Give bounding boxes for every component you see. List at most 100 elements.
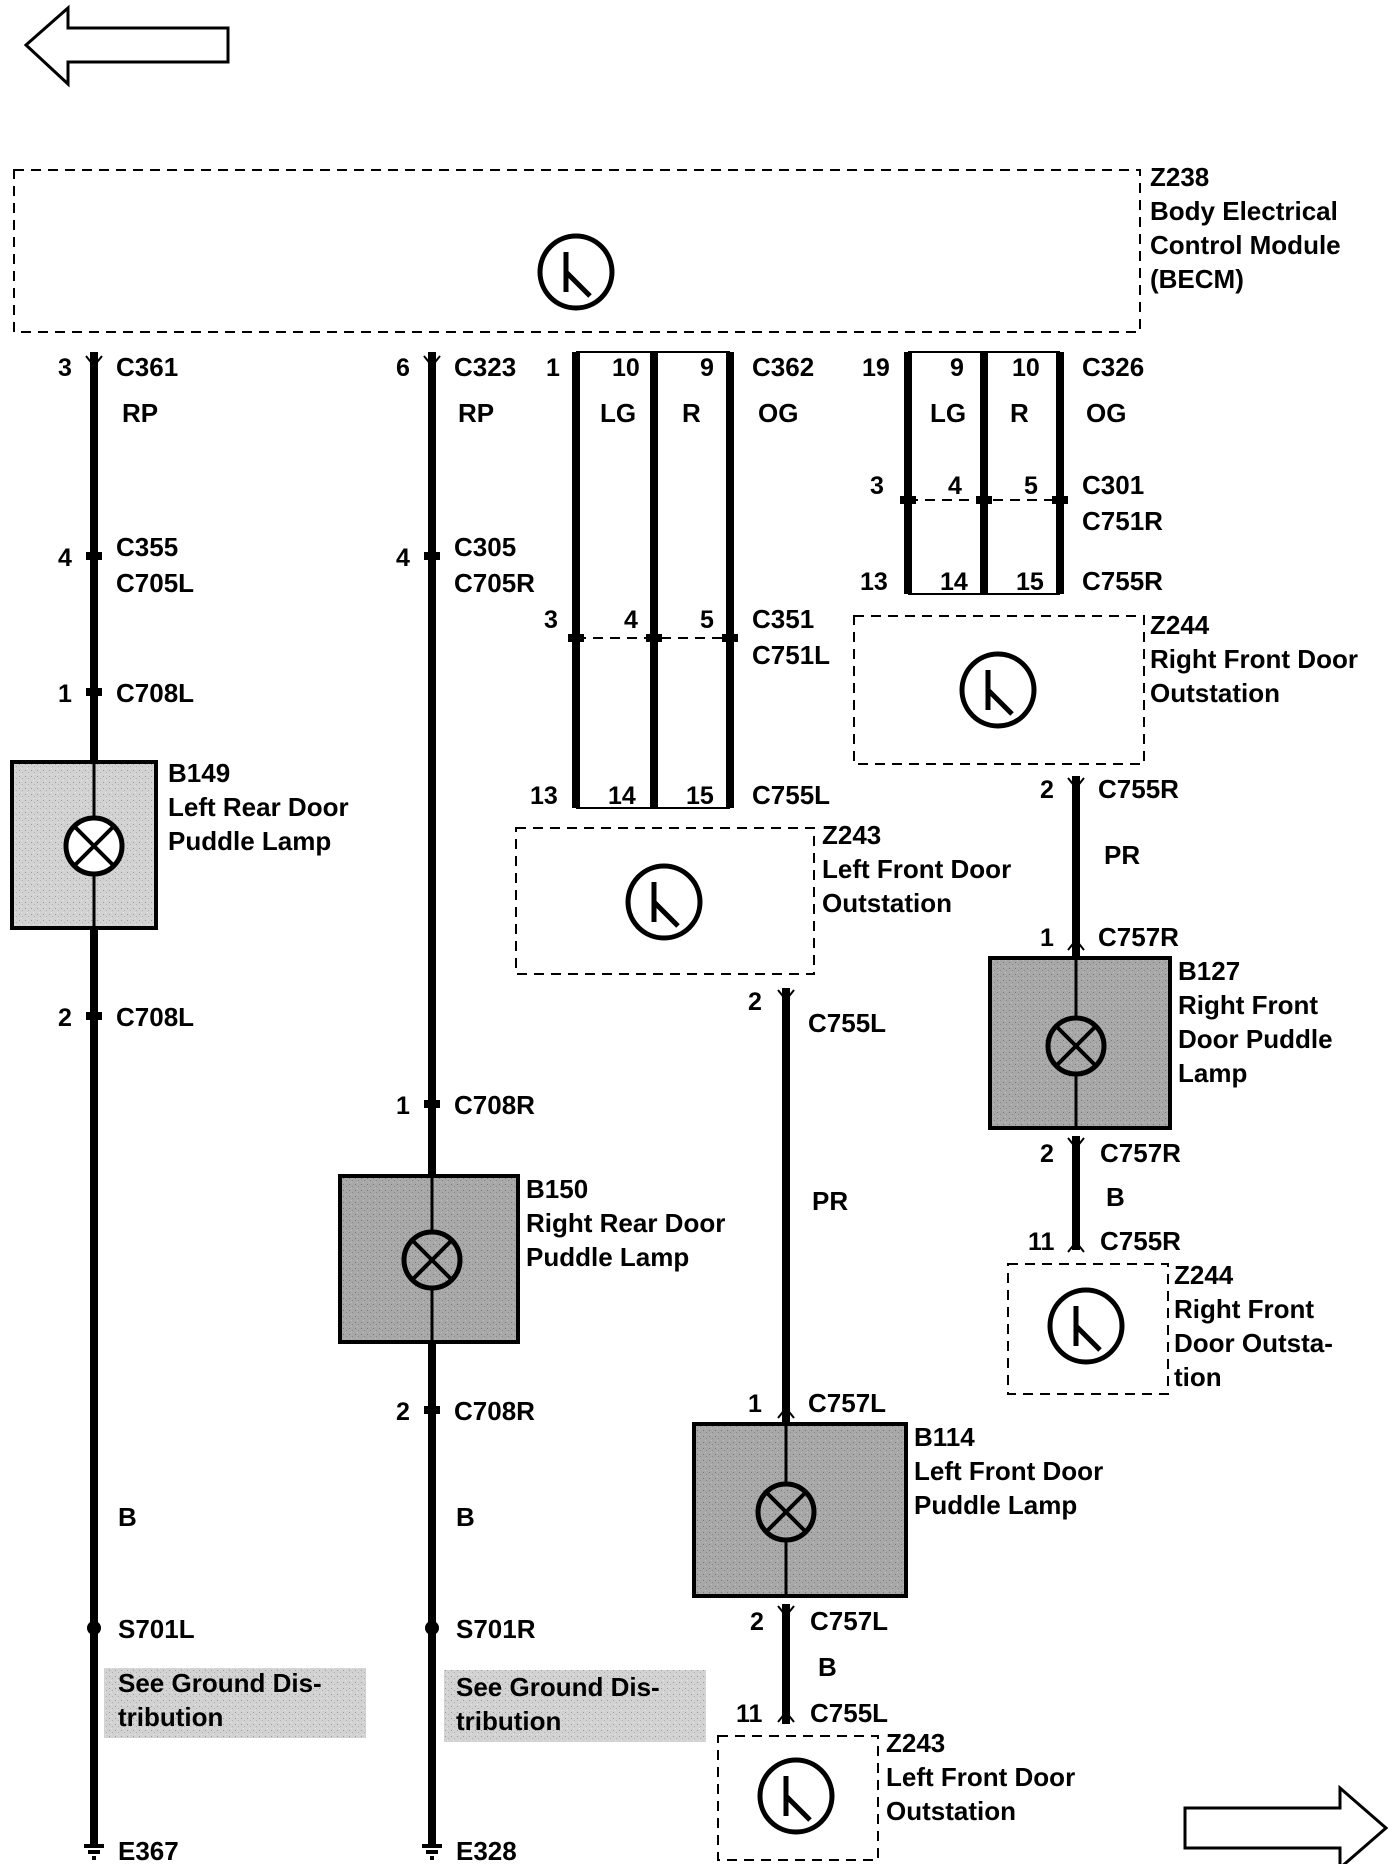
b127-line2: Door Puddle bbox=[1178, 1024, 1333, 1054]
c1-note-line2: tribution bbox=[118, 1702, 223, 1732]
lfb-mid-conn-a: C351 bbox=[752, 604, 814, 634]
transistor-icon bbox=[625, 863, 703, 941]
lf-out-conn: C755L bbox=[808, 1008, 886, 1038]
b127-id: B127 bbox=[1178, 956, 1240, 986]
rf-in-pin: 1 bbox=[1040, 924, 1054, 952]
c1-ground-color: B bbox=[118, 1502, 137, 1532]
z244-top-line2: Outstation bbox=[1150, 678, 1280, 708]
z243-top-id: Z243 bbox=[822, 820, 881, 850]
z244-bottom-line1: Right Front bbox=[1174, 1294, 1314, 1324]
lamp-icon bbox=[1045, 1015, 1107, 1077]
lamp-icon bbox=[755, 1481, 817, 1543]
lf-ret-color: B bbox=[818, 1652, 837, 1682]
lfb-connector: C362 bbox=[752, 352, 814, 382]
c2-splice: S701R bbox=[456, 1614, 536, 1644]
c1-c2-pin: 1 bbox=[58, 680, 72, 708]
c1-splice: S701L bbox=[118, 1614, 195, 1644]
rfb-color-b: R bbox=[1010, 398, 1029, 428]
rf-ret-conn: C757R bbox=[1100, 1138, 1181, 1168]
left-front-lamp-circuit: 2 C755L PR 1 C757L B114 Left Front Door … bbox=[692, 988, 1103, 1728]
rf-color: PR bbox=[1104, 840, 1140, 870]
rf-end-pin: 11 bbox=[1028, 1228, 1055, 1256]
c2-top-connector: C323 bbox=[454, 352, 516, 382]
b150-line1: Right Rear Door bbox=[526, 1208, 725, 1238]
rfb-pin-c: 10 bbox=[1012, 354, 1040, 382]
next-arrow-icon[interactable] bbox=[1183, 1784, 1389, 1864]
z243-top-module: Z243 Left Front Door Outstation bbox=[515, 820, 1011, 975]
b114-line1: Left Front Door bbox=[914, 1456, 1103, 1486]
lf-in-pin: 1 bbox=[748, 1390, 762, 1418]
rf-in-conn: C757R bbox=[1098, 922, 1179, 952]
rfb-mid-pin-c: 5 bbox=[1024, 472, 1038, 500]
c1-note-line1: See Ground Dis- bbox=[118, 1668, 322, 1698]
z244-bottom-line3: tion bbox=[1174, 1362, 1222, 1392]
lfb-mid-conn-b: C751L bbox=[752, 640, 830, 670]
back-arrow-icon[interactable] bbox=[23, 4, 230, 88]
lfb-low-conn: C755L bbox=[752, 780, 830, 810]
rfb-low-pin-b: 14 bbox=[940, 568, 968, 596]
lamp-b149: B149 Left Rear Door Puddle Lamp bbox=[10, 758, 349, 930]
left-front-bus: 1 10 9 C362 LG R OG 3 4 5 C351 C751L 13 … bbox=[530, 351, 830, 810]
rfb-pin-b: 9 bbox=[950, 354, 964, 382]
lfb-mid-pin-c: 5 bbox=[700, 606, 714, 634]
rfb-color-a: LG bbox=[930, 398, 966, 428]
z244-bottom-id: Z244 bbox=[1174, 1260, 1234, 1290]
rf-out-conn: C755R bbox=[1098, 774, 1179, 804]
lf-end-pin: 11 bbox=[736, 1700, 763, 1728]
rfb-connector: C326 bbox=[1082, 352, 1144, 382]
lfb-low-pin-a: 13 bbox=[530, 782, 558, 810]
b149-line2: Puddle Lamp bbox=[168, 826, 331, 856]
c2-c1-conn-a: C305 bbox=[454, 532, 516, 562]
z243-bottom-module: Z243 Left Front Door Outstation bbox=[717, 1728, 1075, 1861]
rf-ret-pin: 2 bbox=[1040, 1140, 1054, 1168]
c1-c1-conn-a: C355 bbox=[116, 532, 178, 562]
lamp-icon bbox=[63, 815, 125, 877]
lamp-b114: B114 Left Front Door Puddle Lamp bbox=[692, 1422, 1103, 1598]
z244-top-line1: Right Front Door bbox=[1150, 644, 1358, 674]
c1-c2-conn: C708L bbox=[116, 678, 194, 708]
c2-top-color: RP bbox=[458, 398, 494, 428]
z244-bottom-module: Z244 Right Front Door Outsta- tion bbox=[1007, 1260, 1333, 1395]
transistor-icon bbox=[537, 233, 615, 311]
lfb-low-pin-b: 14 bbox=[608, 782, 636, 810]
lamp-b127: B127 Right Front Door Puddle Lamp bbox=[988, 956, 1333, 1130]
z243-top-line2: Outstation bbox=[822, 888, 952, 918]
circuit-right-rear: 6 C323 RP 4 C305 C705R 1 C708R B150 Righ… bbox=[338, 352, 725, 1864]
c1-c3-conn: C708L bbox=[116, 1002, 194, 1032]
rfb-mid-conn-b: C751R bbox=[1082, 506, 1163, 536]
rf-out-pin: 2 bbox=[1040, 776, 1054, 804]
lf-ret-pin: 2 bbox=[750, 1608, 764, 1636]
lf-out-pin: 2 bbox=[748, 988, 762, 1016]
z244-top-id: Z244 bbox=[1150, 610, 1210, 640]
rfb-mid-pin-b: 4 bbox=[948, 472, 962, 500]
right-front-bus: 19 9 10 C326 LG R OG 3 4 5 C301 C751R 13… bbox=[860, 351, 1163, 596]
c1-c1-pin: 4 bbox=[58, 544, 72, 572]
z244-top-module: Z244 Right Front Door Outstation bbox=[853, 610, 1358, 765]
b150-id: B150 bbox=[526, 1174, 588, 1204]
circuit-left-rear: 3 C361 RP 4 C355 C705L 1 C708L B149 Left… bbox=[10, 352, 366, 1864]
c2-note-line1: See Ground Dis- bbox=[456, 1672, 660, 1702]
transistor-icon bbox=[757, 1757, 835, 1835]
c2-ground-color: B bbox=[456, 1502, 475, 1532]
b149-id: B149 bbox=[168, 758, 230, 788]
rf-ret-color: B bbox=[1106, 1182, 1125, 1212]
lfb-mid-pin-b: 4 bbox=[624, 606, 638, 634]
rfb-pin-a: 19 bbox=[862, 354, 890, 382]
c2-ground: E328 bbox=[456, 1836, 517, 1864]
lamp-b150: B150 Right Rear Door Puddle Lamp bbox=[338, 1174, 725, 1344]
lfb-pin-c: 9 bbox=[700, 354, 714, 382]
c1-top-color: RP bbox=[122, 398, 158, 428]
lfb-low-pin-c: 15 bbox=[686, 782, 714, 810]
z243-bottom-id: Z243 bbox=[886, 1728, 945, 1758]
z243-bottom-line1: Left Front Door bbox=[886, 1762, 1075, 1792]
lfb-pin-b: 10 bbox=[612, 354, 640, 382]
lfb-color-a: LG bbox=[600, 398, 636, 428]
c2-top-pin: 6 bbox=[396, 354, 410, 382]
c1-c1-conn-b: C705L bbox=[116, 568, 194, 598]
c1-ground: E367 bbox=[118, 1836, 179, 1864]
c2-c1-pin: 4 bbox=[396, 544, 410, 572]
transistor-icon bbox=[1047, 1287, 1125, 1365]
b150-line2: Puddle Lamp bbox=[526, 1242, 689, 1272]
c2-c3-conn: C708R bbox=[454, 1396, 535, 1426]
c2-c1-conn-b: C705R bbox=[454, 568, 535, 598]
